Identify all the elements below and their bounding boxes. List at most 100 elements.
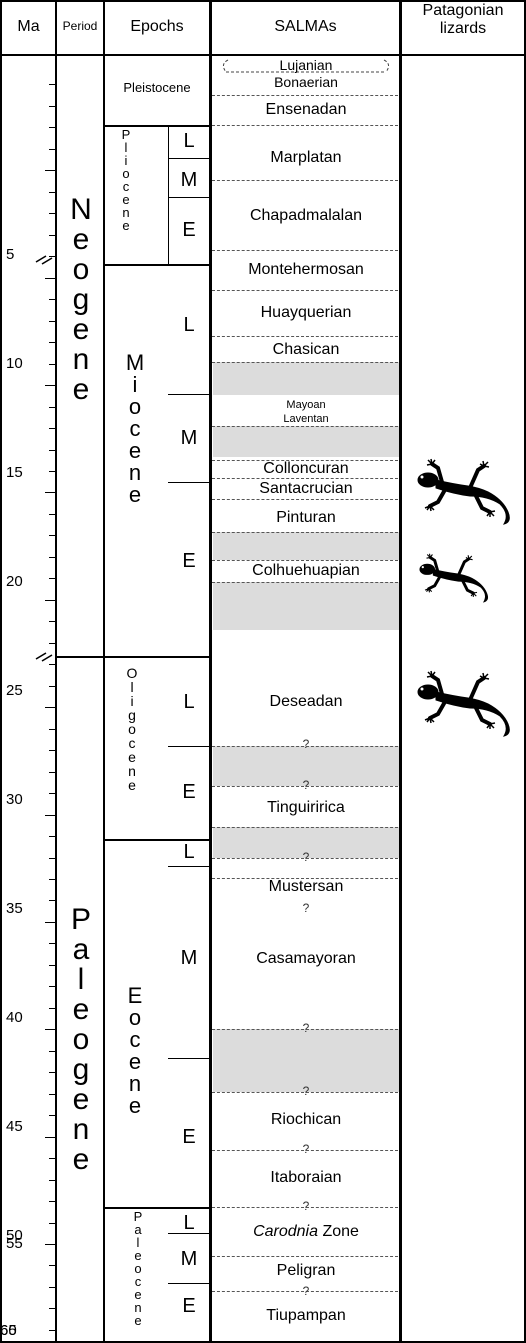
ma-label-55: 55 bbox=[6, 1235, 42, 1252]
salma-bonaerian: Bonaerian bbox=[212, 75, 400, 89]
uncertain-boundary-mark: ? bbox=[212, 1200, 400, 1212]
paleogene-letter: e bbox=[73, 995, 90, 1025]
epoch-oligocene: O l i g o c e n e bbox=[124, 666, 140, 792]
ma-label-30: 30 bbox=[6, 791, 42, 808]
paleogene-letter: l bbox=[78, 965, 85, 995]
salma-boundary bbox=[212, 250, 398, 251]
salma-riochican: Riochican bbox=[212, 1112, 400, 1128]
minor-tick bbox=[49, 1265, 55, 1266]
period-boundary-neogene-paleogene bbox=[57, 656, 212, 658]
minor-tick bbox=[49, 643, 55, 644]
subepoch-line bbox=[168, 158, 212, 159]
uncertain-boundary-mark: ? bbox=[212, 738, 400, 750]
epoch-paleocene: P a l e o c e n e bbox=[130, 1210, 146, 1327]
subepoch-line bbox=[168, 197, 212, 198]
miocene-letter: e bbox=[129, 484, 141, 506]
salma-colloncuran: Colloncuran bbox=[212, 461, 400, 477]
minor-tick bbox=[49, 471, 55, 472]
lizard-icon bbox=[408, 458, 520, 528]
axis-break-mark-upper bbox=[34, 250, 64, 266]
minor-tick bbox=[49, 342, 55, 343]
col-divider-ma-period bbox=[55, 0, 57, 1343]
minor-tick bbox=[49, 772, 55, 773]
salma-casamayoran: Casamayoran bbox=[212, 951, 400, 967]
carodnia-genus-name: Carodnia bbox=[253, 1223, 318, 1240]
minor-tick bbox=[49, 127, 55, 128]
minor-tick bbox=[49, 1223, 55, 1224]
hiatus-band bbox=[213, 362, 399, 395]
subepoch-miocene-early: E bbox=[170, 551, 208, 571]
neogene-letter: g bbox=[73, 285, 90, 315]
eocene-letter: e bbox=[129, 1095, 141, 1117]
uncertain-boundary-mark: ? bbox=[212, 779, 400, 791]
header-ma: Ma bbox=[2, 0, 55, 54]
col-divider-period-epochs bbox=[103, 0, 105, 1343]
eocene-letter: o bbox=[129, 1007, 141, 1029]
eocene-letter: c bbox=[130, 1029, 141, 1051]
minor-tick bbox=[49, 235, 55, 236]
pliocene-letter: e bbox=[122, 219, 129, 232]
hiatus-band bbox=[213, 1029, 399, 1092]
minor-tick bbox=[49, 1330, 55, 1331]
minor-tick bbox=[49, 1158, 55, 1159]
epoch-boundary-pliocene-miocene bbox=[105, 264, 212, 266]
oligocene-letter: n bbox=[128, 764, 136, 778]
oligocene-letter: O bbox=[127, 666, 138, 680]
salma-ensenadan: Ensenadan bbox=[212, 102, 400, 118]
subepoch-eocene-middle: M bbox=[170, 948, 208, 968]
minor-tick bbox=[49, 729, 55, 730]
salma-chapadmalalan: Chapadmalalan bbox=[212, 208, 400, 224]
epoch-pliocene: P l i o c e n e bbox=[118, 128, 134, 232]
minor-tick bbox=[49, 106, 55, 107]
miocene-letter: e bbox=[129, 440, 141, 462]
salma-boundary bbox=[212, 290, 398, 291]
uncertain-boundary-mark: ? bbox=[212, 1143, 400, 1155]
minor-tick bbox=[49, 149, 55, 150]
epoch-boundary-eocene-paleocene bbox=[105, 1207, 212, 1209]
hiatus-band bbox=[213, 532, 399, 560]
minor-tick bbox=[49, 84, 55, 85]
minor-tick bbox=[49, 535, 55, 536]
salma-boundary bbox=[212, 582, 398, 583]
salma-marplatan: Marplatan bbox=[212, 150, 400, 166]
subepoch-line bbox=[168, 1283, 212, 1284]
minor-tick bbox=[49, 1201, 55, 1202]
ma-label-15: 15 bbox=[6, 464, 42, 481]
subepoch-miocene-middle: M bbox=[170, 428, 208, 448]
salma-huayquerian: Huayquerian bbox=[212, 305, 400, 321]
salma-carodnia-zone: Carodnia Zone bbox=[212, 1224, 400, 1240]
minor-tick bbox=[49, 836, 55, 837]
paleocene-letter: e bbox=[134, 1314, 141, 1327]
period-paleogene: P a l e o g e n e bbox=[64, 905, 98, 1175]
minor-tick bbox=[49, 1094, 55, 1095]
eocene-letter: e bbox=[129, 1051, 141, 1073]
subepoch-paleocene-late: L bbox=[170, 1213, 208, 1233]
minor-tick bbox=[49, 686, 55, 687]
minor-tick bbox=[49, 965, 55, 966]
salma-boundary bbox=[212, 532, 398, 533]
carodnia-zone-suffix: Zone bbox=[318, 1223, 359, 1240]
minor-tick bbox=[49, 1051, 55, 1052]
salma-peligran: Peligran bbox=[212, 1263, 400, 1279]
oligocene-letter: i bbox=[130, 694, 133, 708]
subepoch-paleocene-middle: M bbox=[170, 1249, 208, 1269]
minor-tick bbox=[49, 578, 55, 579]
salma-itaboraian: Itaboraian bbox=[212, 1170, 400, 1186]
miocene-letter: c bbox=[130, 418, 141, 440]
minor-tick bbox=[49, 192, 55, 193]
minor-tick bbox=[49, 879, 55, 880]
eocene-letter: n bbox=[129, 1073, 141, 1095]
minor-tick bbox=[49, 1180, 55, 1181]
col-divider-salmas-lizards bbox=[399, 0, 402, 1343]
neogene-letter: e bbox=[73, 225, 90, 255]
minor-tick bbox=[49, 557, 55, 558]
salma-mayoan: Mayoan bbox=[212, 400, 400, 411]
header-lizards-line1: Patagonian bbox=[423, 2, 504, 20]
paleogene-letter: P bbox=[71, 905, 91, 935]
paleogene-letter: a bbox=[73, 935, 90, 965]
subepoch-paleocene-early: E bbox=[170, 1296, 208, 1316]
header-epochs: Epochs bbox=[105, 0, 209, 54]
salma-deseadan: Deseadan bbox=[212, 694, 400, 710]
minor-tick bbox=[49, 664, 55, 665]
uncertain-boundary-mark: ? bbox=[212, 1285, 400, 1297]
